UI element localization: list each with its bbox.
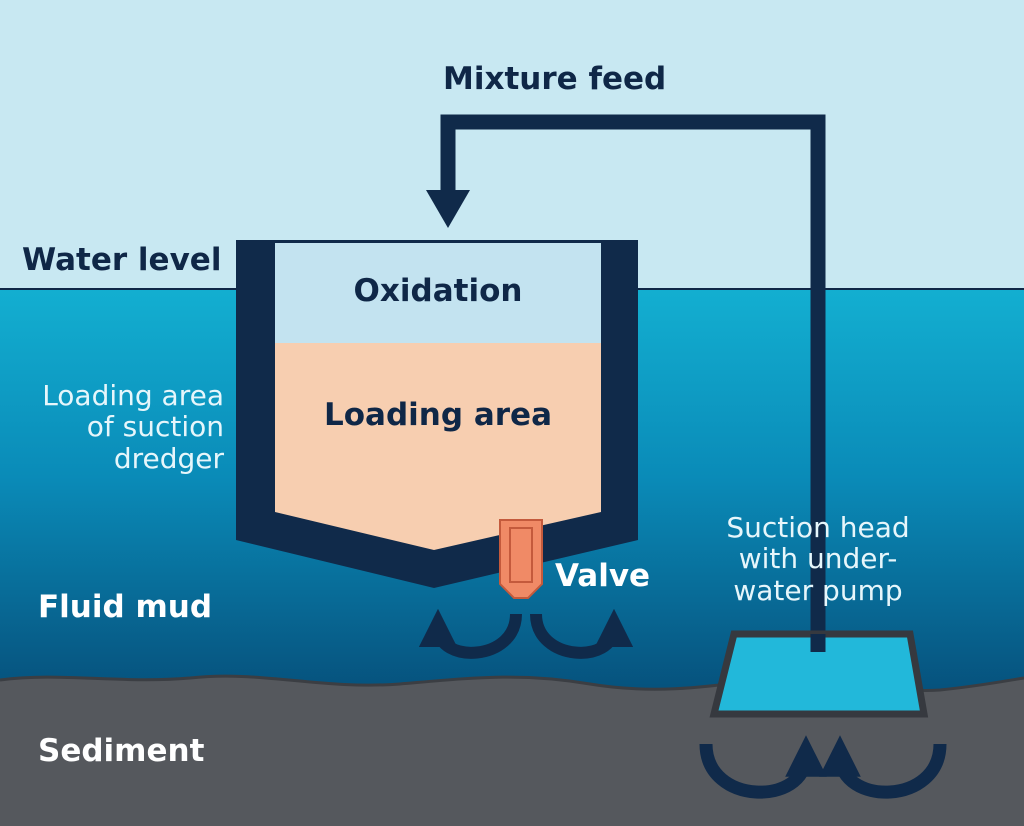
valve-body xyxy=(499,519,543,599)
loading-area-dredger-line-3: dredger xyxy=(113,441,224,475)
suction-head-line-2: with under- xyxy=(738,542,898,576)
suction-head-label: Suction head with under- water pump xyxy=(700,512,936,606)
valve-inner xyxy=(509,527,533,583)
suction-head-line-3: water pump xyxy=(733,573,903,607)
suction-head xyxy=(709,630,929,718)
valve-label: Valve xyxy=(555,558,651,594)
water-level-label: Water level xyxy=(22,242,222,278)
mixture-feed-arrowhead xyxy=(426,190,470,228)
mixture-feed-label: Mixture feed xyxy=(443,61,667,97)
fluid-mud-label: Fluid mud xyxy=(38,589,213,625)
mixture-feed-pipe xyxy=(440,114,826,648)
loading-area-label: Loading area xyxy=(324,397,552,433)
sediment-label: Sediment xyxy=(38,733,205,769)
oxidation-area xyxy=(275,243,601,343)
loading-area-dredger-line-2: of suction xyxy=(86,410,224,444)
circulation-arrow-right xyxy=(530,608,634,659)
sediment-arrow-right xyxy=(819,735,947,799)
loading-area-dredger-label: Loading area of suction dredger xyxy=(10,380,224,474)
suction-head-line-1: Suction head xyxy=(726,511,910,544)
circulation-arrow-left xyxy=(418,608,522,659)
oxidation-label: Oxidation xyxy=(353,273,523,309)
loading-area-fill xyxy=(275,343,601,550)
sediment-arrow-left xyxy=(699,735,827,799)
loading-area-dredger-line-1: Loading area xyxy=(42,379,224,412)
